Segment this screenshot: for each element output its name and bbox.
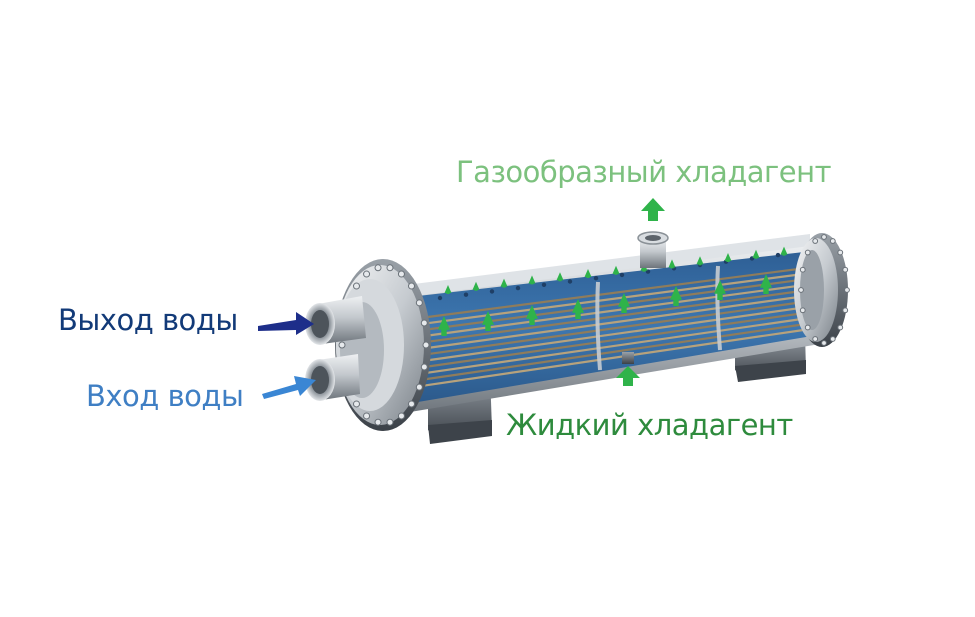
arrow-up-icon	[714, 280, 726, 300]
arrow-up-icon	[668, 259, 676, 269]
tube	[419, 317, 807, 375]
arrow-up-icon	[616, 366, 640, 386]
arrow-up-icon	[584, 269, 592, 278]
liquid-inlet-nozzle	[622, 352, 634, 364]
arrow-up-icon	[780, 246, 788, 256]
flange-bolt	[799, 266, 806, 273]
flange-bolt	[415, 383, 423, 391]
flange-bolt	[837, 249, 844, 256]
flange-bolt	[338, 341, 346, 349]
left-flange-bolts	[338, 264, 430, 426]
flange-bolt	[844, 287, 850, 293]
flange-bolt	[386, 418, 394, 426]
tube	[419, 289, 807, 344]
flange-bolt	[829, 238, 836, 244]
flange-bolt	[363, 270, 371, 278]
water-outlet-label: Выход воды	[58, 303, 238, 337]
tube	[419, 266, 807, 320]
arrow-up-icon	[760, 274, 772, 294]
arrow-up-icon	[696, 256, 704, 266]
arrow-up-icon	[500, 278, 508, 288]
flange-bolt	[352, 282, 360, 290]
flange-bolt	[408, 282, 416, 290]
arrow-up-icon	[572, 299, 584, 319]
arrow-up-icon	[438, 316, 450, 336]
flange-bolt	[397, 270, 405, 278]
flange-bolt	[804, 249, 811, 256]
liquid-refrigerant-label: Жидкий хладагент	[506, 408, 793, 442]
flange-bolt	[386, 264, 394, 272]
bolt	[619, 272, 625, 278]
right-flange	[794, 233, 848, 347]
arrow-up-icon	[752, 249, 760, 259]
tube	[419, 300, 807, 357]
arrow-up-icon	[482, 311, 494, 331]
arrow-up-icon	[556, 272, 564, 282]
tube	[419, 328, 807, 388]
arrow-up-icon	[670, 286, 682, 306]
flange-bolt	[842, 266, 849, 273]
water-outlet-nozzle	[305, 296, 366, 345]
bolt	[567, 279, 573, 284]
gas-outlet-nozzle	[637, 231, 669, 268]
tube	[419, 294, 807, 351]
flange-bolt	[798, 287, 804, 293]
arrow-right-icon	[262, 376, 316, 399]
flange-bolt	[829, 336, 836, 342]
flange-bolt	[821, 340, 827, 346]
flange-bolt	[352, 400, 360, 408]
water-inlet-nozzle	[305, 354, 360, 401]
bolt	[775, 252, 781, 258]
flange-bolt	[799, 307, 806, 314]
bolt	[437, 295, 443, 301]
bolt	[593, 276, 599, 281]
arrow-up-icon	[612, 265, 620, 275]
bolt	[515, 285, 521, 291]
arrow-up-icon	[472, 281, 480, 291]
flange-bolt	[812, 238, 819, 244]
arrow-up-icon	[641, 198, 665, 221]
flange-bolt	[812, 336, 819, 342]
flange-bolt	[821, 234, 827, 240]
flange-bolt	[422, 341, 430, 349]
tube-bundle	[419, 266, 807, 388]
bolt	[541, 282, 547, 287]
flange-bolt	[363, 412, 371, 420]
flange-bolt	[374, 418, 382, 426]
left-head	[335, 259, 431, 431]
flange-bolt	[842, 307, 849, 314]
arrow-right-icon	[258, 312, 314, 335]
flange-bolt	[420, 363, 428, 371]
tube	[419, 283, 807, 338]
arrow-up-icon	[618, 293, 630, 313]
flange-bolt	[804, 324, 811, 331]
water-inlet-label: Вход воды	[86, 379, 244, 413]
flange-bolt	[837, 324, 844, 331]
baffles	[595, 265, 722, 371]
tube	[419, 306, 807, 363]
arrow-up-icon	[526, 305, 538, 325]
tube	[419, 311, 807, 369]
flange-bolt	[408, 400, 416, 408]
arrow-up-icon	[444, 285, 452, 294]
arrow-up-icon	[724, 253, 732, 262]
tube	[419, 322, 807, 382]
right-flange-bolts	[798, 234, 850, 346]
flange-bolt	[415, 299, 423, 307]
bolt	[463, 292, 469, 297]
flange-bolt	[420, 319, 428, 327]
bolt	[489, 289, 495, 294]
gas-refrigerant-label: Газообразный хладагент	[456, 155, 832, 189]
arrow-up-icon	[528, 275, 536, 285]
flange-bolt	[397, 412, 405, 420]
flange-bolt	[374, 264, 382, 272]
tube	[419, 272, 807, 326]
